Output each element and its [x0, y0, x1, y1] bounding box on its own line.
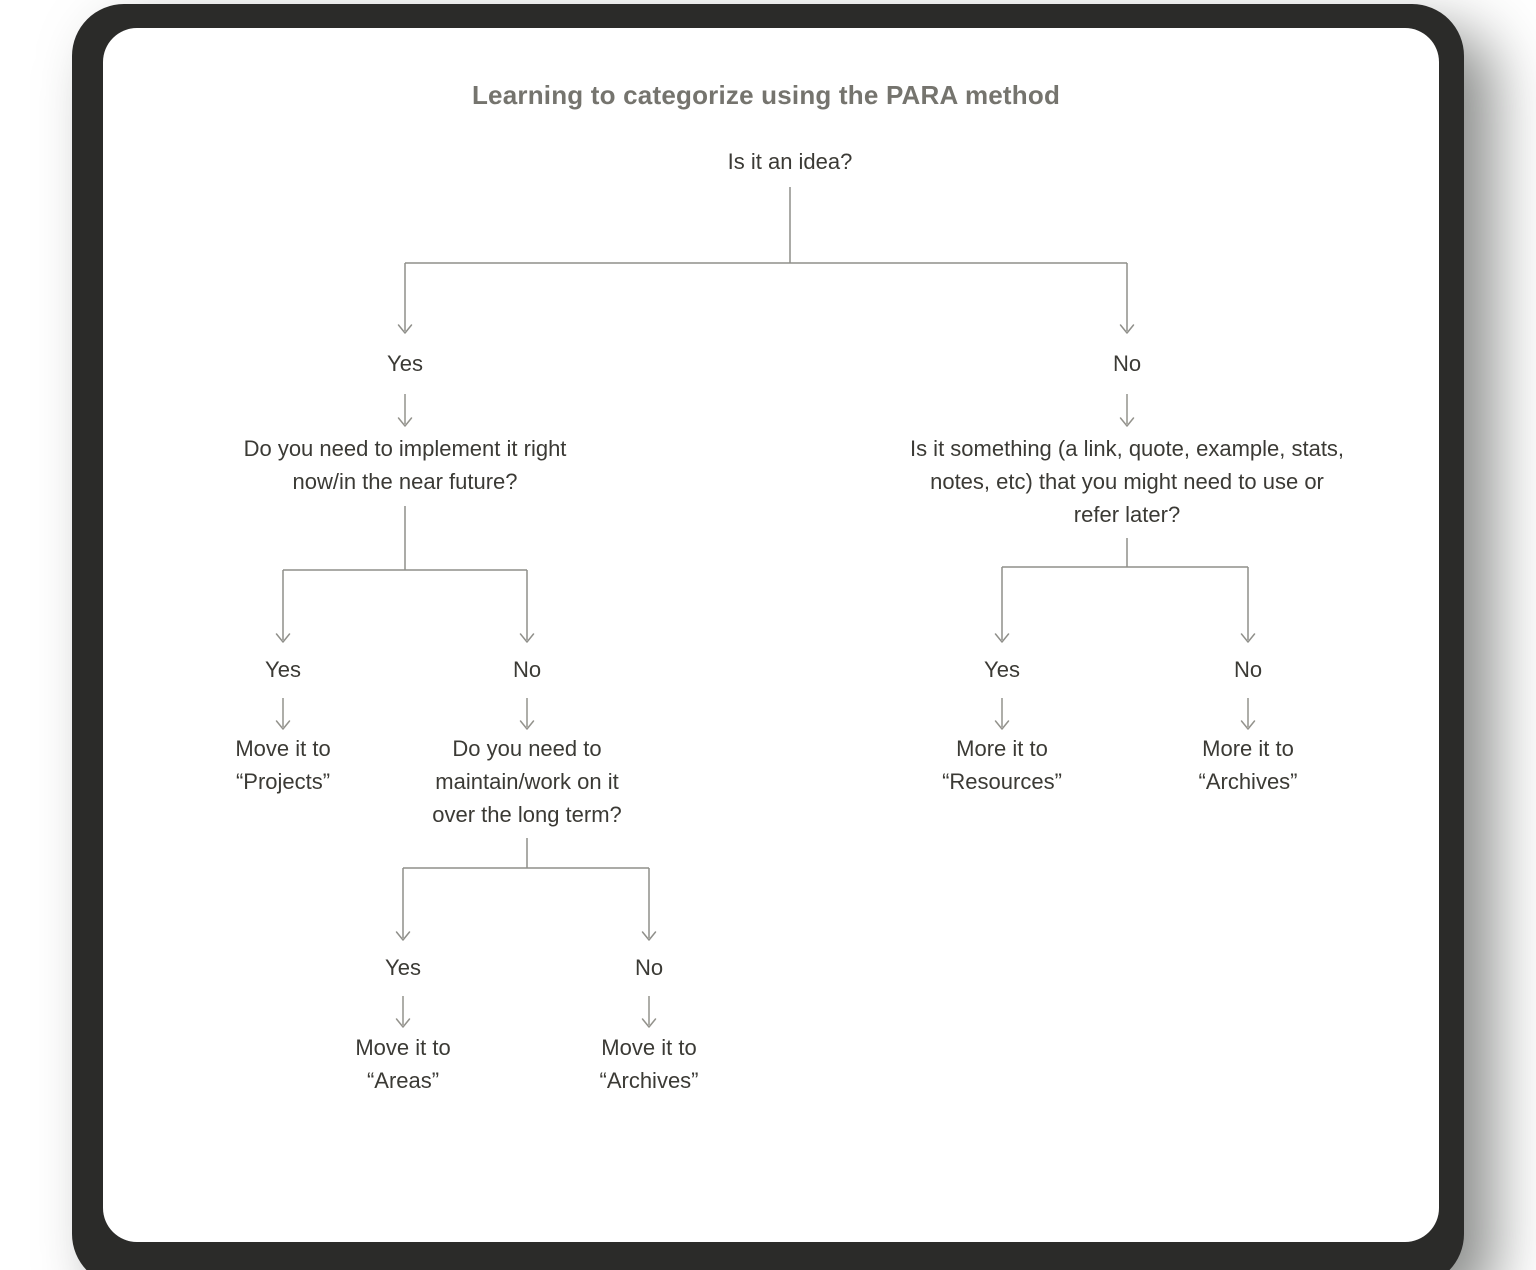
node-result-archives-left: Move it to “Archives”: [599, 1031, 698, 1097]
result-line: Move it to: [235, 736, 331, 761]
result-line: Move it to: [601, 1035, 697, 1060]
node-result-resources: More it to “Resources”: [942, 732, 1062, 798]
node-result-projects: Move it to “Projects”: [235, 732, 330, 798]
result-line: “Archives”: [599, 1068, 699, 1093]
branch-label-no-reference: No: [1233, 657, 1263, 682]
node-result-archives-right: More it to “Archives”: [1198, 732, 1297, 798]
branch-label-no-implement: No: [512, 657, 542, 682]
node-question-implement: Do you need to implement it right now/in…: [244, 432, 567, 498]
result-line: “Projects”: [235, 769, 331, 794]
question-line: notes, etc) that you might need to use o…: [930, 469, 1324, 494]
result-line: “Areas”: [366, 1068, 440, 1093]
result-line: Move it to: [355, 1035, 451, 1060]
branch-label-yes-maintain: Yes: [385, 955, 421, 980]
diagram-card: [103, 28, 1439, 1242]
diagram-title: Learning to categorize using the PARA me…: [471, 80, 1061, 110]
question-line: maintain/work on it: [435, 769, 619, 794]
question-line: Do you need to implement it right: [243, 436, 567, 461]
question-line: Is it something (a link, quote, example,…: [909, 436, 1345, 461]
result-line: More it to: [1202, 736, 1294, 761]
question-line: now/in the near future?: [292, 469, 518, 494]
question-line: over the long term?: [432, 802, 622, 827]
question-line: refer later?: [1073, 502, 1181, 527]
question-line: Do you need to: [452, 736, 602, 761]
result-line: “Archives”: [1198, 769, 1298, 794]
result-line: More it to: [956, 736, 1048, 761]
branch-label-no-maintain: No: [634, 955, 664, 980]
result-line: “Resources”: [942, 769, 1062, 794]
node-question-maintain: Do you need to maintain/work on it over …: [432, 732, 622, 831]
node-root-question: Is it an idea?: [727, 149, 853, 174]
node-question-reference: Is it something (a link, quote, example,…: [910, 432, 1344, 531]
node-result-areas: Move it to “Areas”: [355, 1031, 450, 1097]
branch-label-yes-top: Yes: [387, 351, 423, 376]
branch-label-yes-implement: Yes: [265, 657, 301, 682]
branch-label-no-top: No: [1112, 351, 1142, 376]
branch-label-yes-reference: Yes: [984, 657, 1020, 682]
